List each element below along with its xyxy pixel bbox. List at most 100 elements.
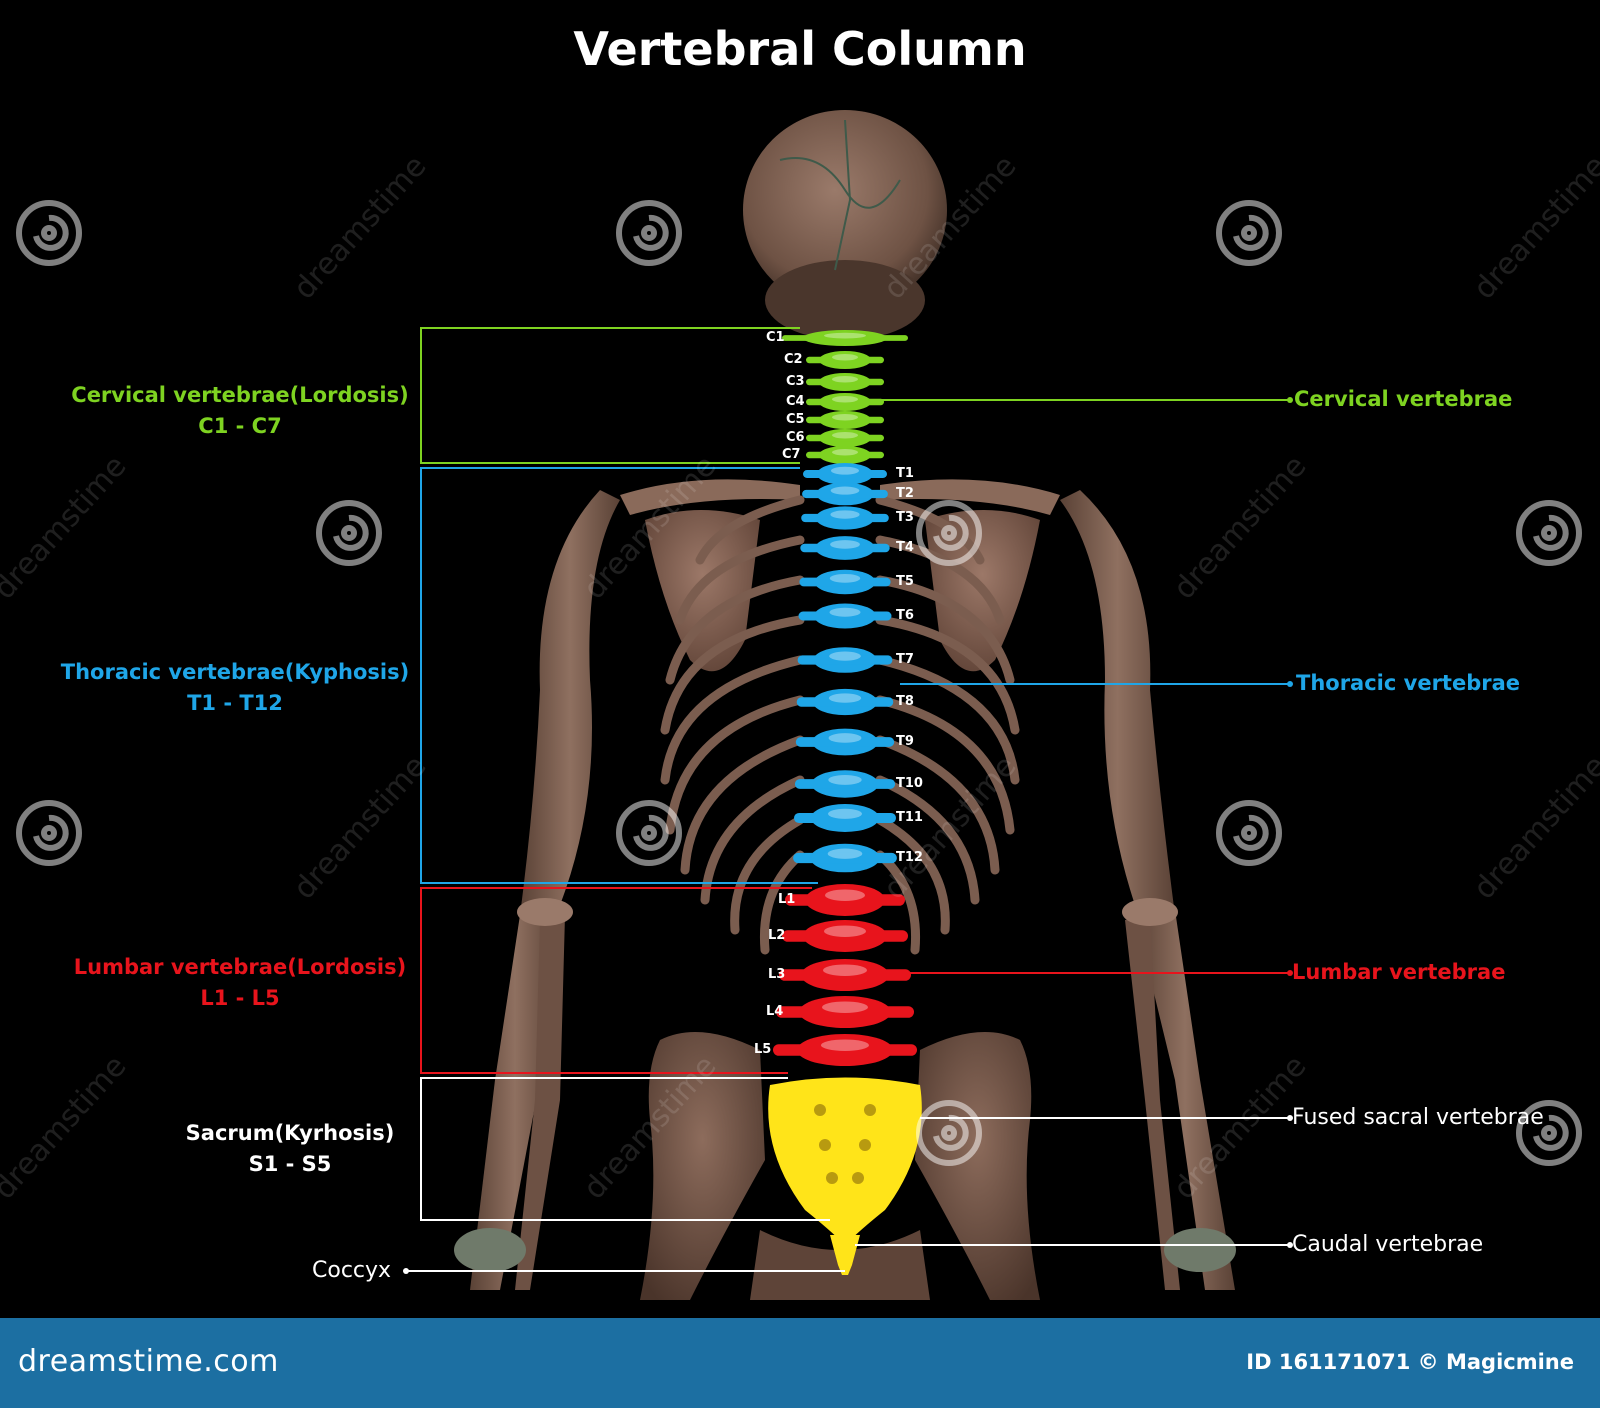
thoracic-vertebra-label: T3 [896,510,914,525]
cervical-vertebra [806,446,884,464]
diagram-canvas: dreamstime dreamstime dreamstime dreamst… [0,22,1600,1300]
sacral-right-label: Fused sacral vertebrae [1292,1105,1544,1130]
cervical-vertebra [782,330,908,346]
lumbar-vertebra [782,920,908,952]
cervical-vertebra-label: C6 [786,430,805,445]
sacrum-left-range: S1 - S5 [248,1152,332,1176]
watermark-logo [1212,196,1286,270]
watermark-logo [1512,1096,1586,1170]
thoracic-left-range: T1 - T12 [187,691,283,715]
sacrum-left-label: Sacrum(Kyrhosis) S1 - S5 [160,1118,420,1180]
lumbar-vertebra [779,959,911,991]
cervical-vertebra [806,393,884,411]
cervical-vertebra-label: C7 [782,447,801,462]
leader-lines [403,397,1293,1274]
lumbar-vertebra [785,884,905,916]
cervical-left-name: Cervical vertebrae(Lordosis) [71,383,409,407]
sacral-foramen [826,1172,838,1184]
thoracic-vertebra [793,843,897,873]
cervical-vertebra-label: C1 [766,330,785,345]
thoracic-vertebra [796,688,894,716]
thoracic-vertebra-label: T8 [896,694,914,709]
lumbar-vertebra [773,1034,917,1066]
coccyx-label: Coccyx [312,1258,392,1283]
cervical-bracket [420,327,800,464]
cervical-vertebra [806,411,884,429]
lumbar-left-range: L1 - L5 [200,986,280,1010]
coccyx-bone [830,1235,860,1275]
thoracic-vertebra-label: T1 [896,466,914,481]
footer-brand: dreamstime.com [18,1344,279,1379]
lumbar-vertebra [776,996,914,1028]
lumbar-right-label: Lumbar vertebrae [1292,960,1506,984]
lumbar-vertebra-label: L1 [778,892,796,907]
watermark-logo [1212,796,1286,870]
cervical-vertebra-label: C4 [786,394,805,409]
cervical-vertebra [806,429,884,447]
footer-image-id: ID 161171071 © Magicmine [1246,1350,1574,1374]
spine [768,330,922,1275]
watermark-logo [912,496,986,570]
thoracic-vertebra-label: T4 [896,540,914,555]
thoracic-vertebra-label: T6 [896,608,914,623]
footer-bar: dreamstime.com ID 161171071 © Magicmine [0,1318,1600,1408]
lumbar-left-label: Lumbar vertebrae(Lordosis) L1 - L5 [60,952,420,1014]
sacrum-left-name: Sacrum(Kyrhosis) [185,1121,395,1145]
thoracic-vertebra-label: T10 [896,776,923,791]
cervical-vertebra-label: C5 [786,412,805,427]
group-brackets [420,327,830,1221]
thoracic-left-name: Thoracic vertebrae(Kyphosis) [60,660,410,684]
thoracic-vertebra [800,536,890,560]
page-title: Vertebral Column [573,22,1027,76]
thoracic-vertebra-label: T12 [896,850,923,865]
cervical-vertebra [806,373,884,391]
thoracic-vertebra [803,463,887,485]
sacrum-bracket [420,1077,830,1221]
lumbar-vertebra-label: L5 [754,1042,772,1057]
sacral-foramen [864,1104,876,1116]
sacral-foramen [852,1172,864,1184]
sacral-foramen [814,1104,826,1116]
thoracic-vertebra-label: T9 [896,734,914,749]
thoracic-vertebra [794,804,896,832]
thoracic-vertebra [798,603,892,629]
thoracic-right-label: Thoracic vertebrae [1296,671,1521,695]
thoracic-vertebra-label: T7 [896,652,914,667]
watermark-logo [612,196,686,270]
lumbar-vertebra-label: L2 [768,928,786,943]
arm-bones [454,490,1236,1290]
watermark-logo [912,1096,986,1170]
lumbar-vertebra-label: L4 [766,1004,784,1019]
thoracic-vertebra [797,647,893,673]
cervical-left-label: Cervical vertebrae(Lordosis) C1 - C7 [60,380,420,442]
cervical-right-label: Cervical vertebrae [1294,387,1513,411]
lumbar-bracket [420,887,812,1074]
thoracic-vertebra-label: T5 [896,574,914,589]
watermark-logo [12,796,86,870]
thoracic-vertebra-label: T2 [896,486,914,501]
watermark-logo [312,496,386,570]
thoracic-vertebra [801,506,889,530]
cervical-left-range: C1 - C7 [198,414,282,438]
skeleton-illustration [403,110,1293,1300]
thoracic-vertebra [795,728,895,756]
cervical-vertebra [806,351,884,369]
lumbar-vertebra-label: L3 [768,967,786,982]
thoracic-left-label: Thoracic vertebrae(Kyphosis) T1 - T12 [50,657,420,719]
cervical-vertebra-label: C3 [786,374,805,389]
watermark-logo [612,796,686,870]
sacral-foramen [819,1139,831,1151]
sacral-foramen [859,1139,871,1151]
thoracic-vertebra [794,770,896,798]
caudal-right-label: Caudal vertebrae [1292,1232,1484,1257]
thoracic-vertebra-label: T11 [896,810,923,825]
thoracic-bracket [420,467,818,884]
thoracic-vertebra [802,482,888,506]
skull [743,110,947,340]
watermark-logo [12,196,86,270]
cervical-vertebra-label: C2 [784,352,803,367]
lumbar-left-name: Lumbar vertebrae(Lordosis) [73,955,407,979]
watermark-logo [1512,496,1586,570]
sacrum-bone [768,1077,922,1245]
thoracic-vertebra [799,569,891,595]
